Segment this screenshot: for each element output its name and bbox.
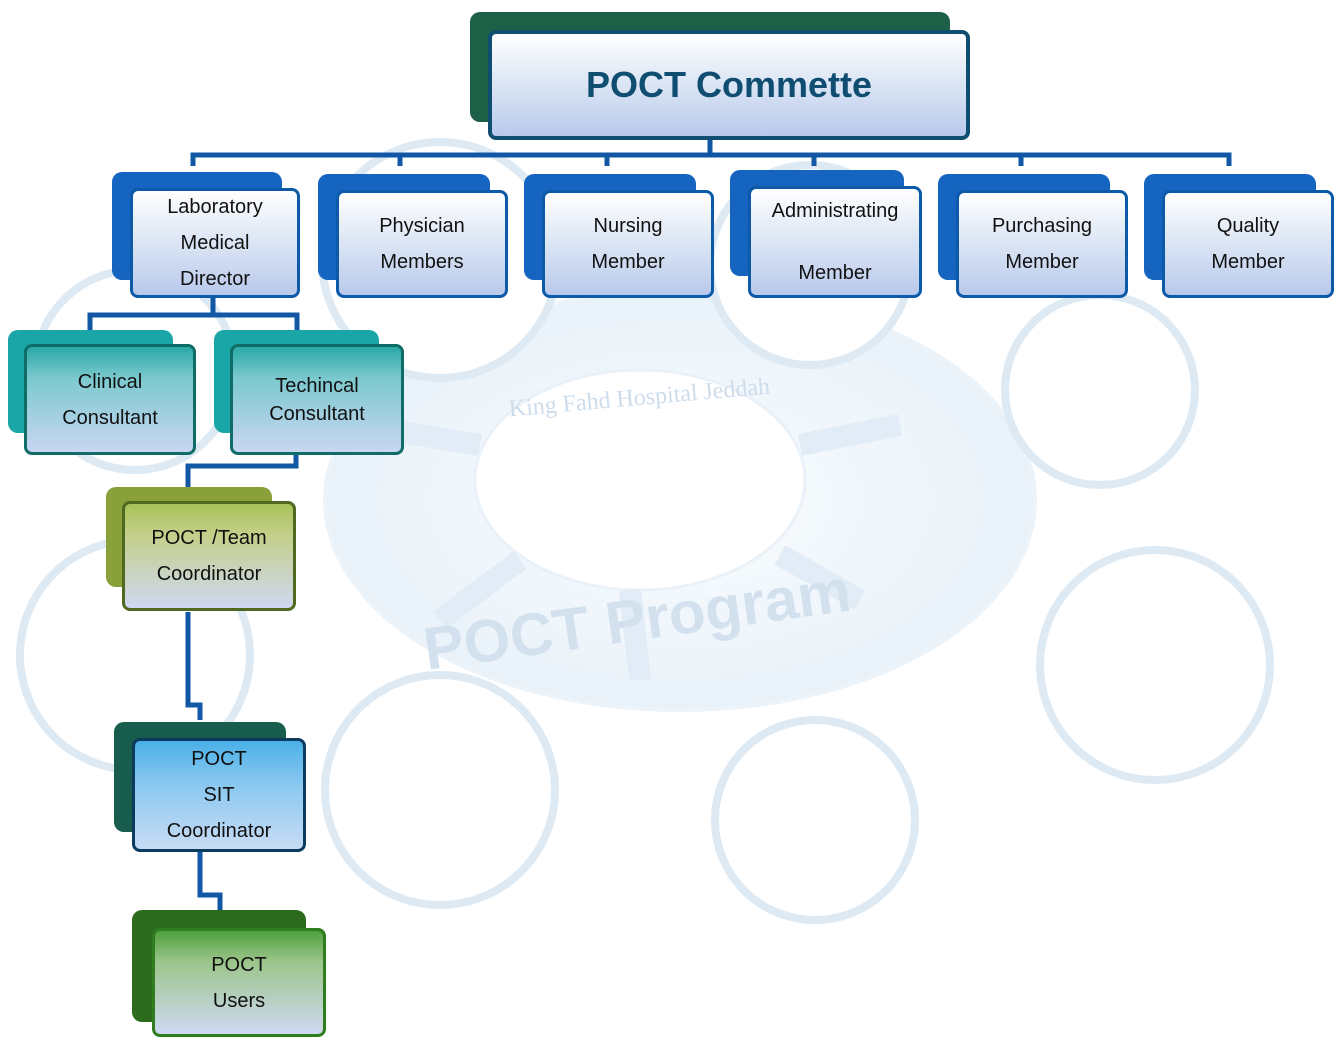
member-label-line: Member <box>1211 251 1285 273</box>
sit-label-line: POCT <box>191 748 247 770</box>
member-quality[interactable]: Quality Member <box>1144 174 1334 298</box>
technical-consultant-node[interactable]: Techincal Consultant <box>214 330 404 455</box>
member-label-line: Nursing <box>593 215 663 237</box>
consultant-label-line: Techincal <box>275 374 359 397</box>
connector-coordinator-to-sit <box>185 612 203 720</box>
sit-coordinator-node[interactable]: POCT SIT Coordinator <box>114 722 306 852</box>
member-purchasing[interactable]: Purchasing Member <box>938 174 1128 298</box>
member-label-line: Physician <box>379 215 465 237</box>
member-label-line: Laboratory <box>167 196 263 218</box>
sit-label-line: SIT <box>203 784 235 806</box>
member-label-line: Quality <box>1216 215 1280 237</box>
team-coordinator-node[interactable]: POCT /Team Coordinator <box>106 487 296 611</box>
member-label-line: Administrating <box>771 199 899 222</box>
coordinator-label-line: Coordinator <box>156 563 262 585</box>
clinical-consultant-node[interactable]: Clinical Consultant <box>8 330 196 455</box>
member-laboratory-medical-director[interactable]: Laboratory Medical Director <box>112 172 300 298</box>
users-label-line: POCT <box>211 953 267 976</box>
member-label-line: Members <box>380 251 464 273</box>
consultant-label-line: Consultant <box>269 402 365 425</box>
poct-committee-node[interactable]: POCT Commette <box>470 12 970 140</box>
coordinator-label-line: POCT /Team <box>151 527 267 549</box>
connector-members-bus <box>190 152 1232 166</box>
consultant-label-line: Clinical <box>77 370 143 393</box>
member-physician[interactable]: Physician Members <box>318 174 508 298</box>
member-label-line: Member <box>591 251 665 273</box>
committee-title: POCT Commette <box>585 64 873 105</box>
member-label-line: Member <box>798 261 872 284</box>
consultant-label-line: Consultant <box>62 406 158 429</box>
member-label-line: Purchasing <box>991 215 1093 237</box>
member-administrating[interactable]: Administrating Member <box>730 170 922 298</box>
member-label-line: Director <box>179 268 250 290</box>
sit-label-line: Coordinator <box>166 820 272 842</box>
member-label-line: Member <box>1005 251 1079 273</box>
member-nursing[interactable]: Nursing Member <box>524 174 714 298</box>
connector-sit-to-users <box>197 850 223 910</box>
connector-consultants-to-coordinator <box>185 455 299 490</box>
users-label-line: Users <box>212 989 266 1012</box>
member-label-line: Medical <box>180 232 250 254</box>
poct-users-node[interactable]: POCT Users <box>132 910 326 1037</box>
